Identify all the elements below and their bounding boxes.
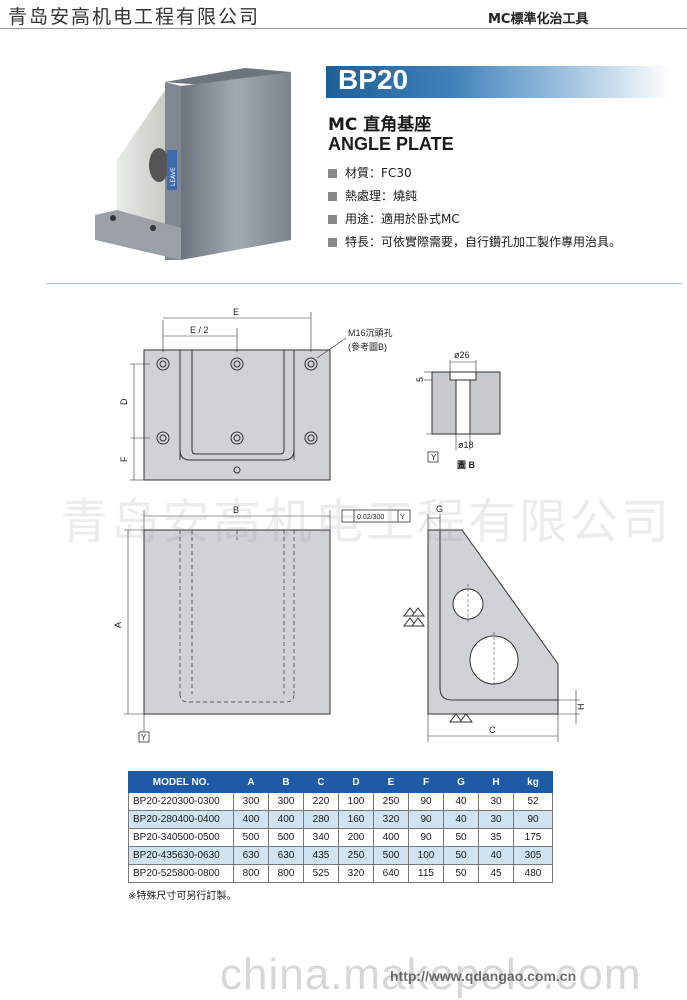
- datum-y-front: Y: [141, 733, 147, 742]
- datum-y-b: Y: [431, 453, 437, 462]
- product-name-en: ANGLE PLATE: [328, 134, 454, 154]
- dim-label-c: C: [489, 725, 496, 735]
- product-photo: LEAVE: [95, 68, 291, 260]
- col-h: H: [478, 771, 514, 793]
- figure-b-caption: 圖 B: [457, 460, 476, 470]
- spec-usage: 用途：適用於卧式MC: [328, 208, 621, 231]
- watermark-url-link[interactable]: http://www.qdangao.com.cn: [390, 968, 577, 984]
- phi18-label: ø18: [458, 440, 474, 450]
- model-banner: [326, 66, 671, 98]
- spec-heat-treatment: 熱處理：燒鈍: [328, 185, 621, 208]
- photo-label: LEAVE: [170, 167, 177, 186]
- side-view: [403, 514, 580, 742]
- header-divider: [0, 28, 687, 29]
- spec-feature: 特長：可依實際需要，自行鑽孔加工製作專用治具。: [328, 231, 621, 254]
- spec-material: 材質：FC30: [328, 162, 621, 185]
- col-c: C: [303, 771, 339, 793]
- col-g: G: [443, 771, 479, 793]
- company-name: 青岛安高机电工程有限公司: [8, 6, 261, 28]
- m16-label: M16沉頭孔: [348, 328, 393, 338]
- tolerance-datum: Y: [400, 514, 405, 521]
- table-header-row: MODEL NO. A B C D E F G H kg: [128, 771, 553, 793]
- dim-label-h: H: [576, 704, 586, 711]
- section-divider: [46, 283, 682, 284]
- dim-label-e-half: E / 2: [190, 325, 209, 335]
- watermark-company: 青岛安高机电工程有限公司: [60, 494, 673, 550]
- watermark-makepolo: china.makepolo.com: [220, 950, 642, 999]
- model-code: BP20: [338, 64, 409, 95]
- brand-sticker: [167, 150, 177, 190]
- front-view-top: [130, 312, 347, 481]
- dim-label-a: A: [113, 622, 123, 628]
- col-kg: kg: [513, 771, 553, 793]
- phi26-label: ø26: [454, 350, 470, 360]
- spec-table: MODEL NO. A B C D E F G H kg BP20-220300…: [128, 771, 553, 883]
- dim-label-e: E: [233, 307, 239, 317]
- dim-label-d: D: [119, 398, 129, 405]
- col-model: MODEL NO.: [128, 771, 234, 793]
- figure-b-section: [424, 360, 501, 463]
- table-note: ※特殊尺寸可另行訂製。: [128, 891, 237, 902]
- front-view-bottom: [124, 509, 411, 743]
- square-bullet-icon: [328, 215, 337, 224]
- col-d: D: [338, 771, 374, 793]
- dim-label-f: F: [119, 456, 129, 462]
- five-label: 5: [415, 377, 425, 382]
- col-b: B: [268, 771, 304, 793]
- product-name-cn: MC 直角基座: [328, 115, 432, 135]
- spec-list: 材質：FC30 熱處理：燒鈍 用途：適用於卧式MC 特長：可依實際需要，自行鑽孔…: [328, 162, 621, 254]
- square-bullet-icon: [328, 169, 337, 178]
- col-a: A: [233, 771, 269, 793]
- tolerance-label: 0.02/300: [357, 514, 384, 521]
- ref-label: (參考圖B): [348, 341, 387, 352]
- dim-label-g: G: [436, 504, 443, 514]
- square-bullet-icon: [328, 238, 337, 247]
- col-e: E: [373, 771, 409, 793]
- square-bullet-icon: [328, 192, 337, 201]
- dim-label-b: B: [233, 505, 239, 515]
- category-title: MC標準化治工具: [488, 12, 589, 27]
- col-f: F: [408, 771, 444, 793]
- technical-drawing: E E / 2 D F M16沉頭孔 (參考圖B) ø26 5 ø18 Y 圖 …: [113, 307, 586, 743]
